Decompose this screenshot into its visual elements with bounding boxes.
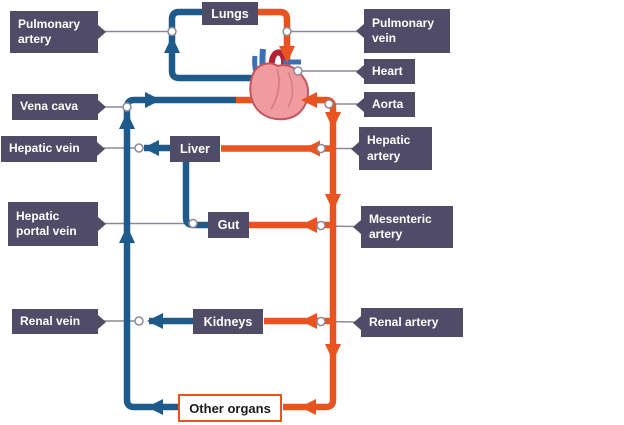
pulmonary-vein-line <box>256 8 291 66</box>
organ-box-gut: Gut <box>208 212 249 238</box>
heart-surface-vein2 <box>287 71 294 108</box>
label-pulmonary-vein-text: Pulmonary vein <box>372 15 435 45</box>
connector-dot-mesenteric-artery <box>316 220 326 231</box>
connector-dot-hepatic-vein <box>134 143 144 153</box>
connector-dot-pulmonary-artery <box>167 26 177 37</box>
flow-arrow-left-mesenteric-artery <box>301 217 317 233</box>
label-pulmonary-artery-text: Pulmonary artery <box>18 16 81 46</box>
organ-other-organs-text: Other organs <box>189 400 271 416</box>
flow-arrow-right-vena-cava-to-heart <box>145 92 161 108</box>
organ-gut-text: Gut <box>217 218 240 232</box>
flow-arrow-left-renal-vein <box>147 313 163 329</box>
flow-arrow-left-hepatic-artery <box>304 140 320 157</box>
flow-arrow-left-other-organs-in <box>300 399 316 415</box>
label-renal-vein: Renal vein <box>12 309 98 334</box>
heart-body <box>249 62 309 121</box>
label-renal-artery: Renal artery <box>361 308 463 337</box>
organ-box-lungs: Lungs <box>202 2 258 25</box>
label-pulmonary-artery: Pulmonary artery <box>10 11 98 53</box>
organ-box-liver: Liver <box>170 136 220 162</box>
label-hepatic-vein: Hepatic vein <box>1 136 97 162</box>
flow-arrow-down-aorta-mid <box>325 194 341 211</box>
connector-dot-hepatic-portal-vein <box>188 218 198 229</box>
flow-arrow-down-aorta-top <box>325 112 341 129</box>
organ-lungs-text: Lungs <box>211 6 249 21</box>
flow-arrow-up-pulmonary-artery <box>164 36 180 53</box>
connector-dot-hepatic-artery <box>316 143 326 154</box>
organ-kidneys-text: Kidneys <box>203 314 253 329</box>
flow-arrow-up-vena-cava-mid <box>119 226 135 243</box>
connector-dot-heart <box>293 66 303 76</box>
label-hepatic-portal-vein: Hepatic portal vein <box>8 202 98 246</box>
hepatic-portal-vein-line <box>182 161 209 229</box>
connector-dot-renal-artery <box>316 316 326 327</box>
label-hepatic-artery: Hepatic artery <box>359 127 432 170</box>
label-heart: Heart <box>364 59 415 84</box>
label-aorta-text: Aorta <box>372 96 404 111</box>
organ-box-kidneys: Kidneys <box>193 309 263 334</box>
organ-liver-text: Liver <box>180 142 210 156</box>
label-mesenteric-artery-text: Mesenteric artery <box>369 211 432 241</box>
connector-dots <box>122 26 334 327</box>
heart-illustration <box>249 48 309 121</box>
label-vena-cava-text: Vena cava <box>20 99 79 114</box>
flow-arrow-down-aorta-lower <box>325 344 341 361</box>
flow-arrow-left-renal-artery <box>301 313 317 329</box>
vena-cava-line <box>123 96 236 411</box>
flow-arrow-down-pulmonary-vein <box>279 46 295 63</box>
label-hepatic-artery-text: Hepatic artery <box>367 133 411 163</box>
label-pulmonary-vein: Pulmonary vein <box>364 9 450 53</box>
label-mesenteric-artery: Mesenteric artery <box>361 206 453 248</box>
label-renal-artery-text: Renal artery <box>369 314 439 329</box>
vein-flow-arrows <box>119 36 180 415</box>
connector-dot-vena-cava <box>122 102 132 112</box>
heart-surface-vein1 <box>270 68 280 110</box>
label-vena-cava: Vena cava <box>12 94 98 120</box>
label-renal-vein-text: Renal vein <box>20 313 81 328</box>
label-aorta: Aorta <box>364 92 415 117</box>
label-heart-text: Heart <box>372 63 403 78</box>
artery-flow-arrows <box>279 46 341 415</box>
connector-dot-renal-vein <box>134 316 144 326</box>
label-hepatic-portal-vein-text: Hepatic portal vein <box>16 208 77 238</box>
flow-arrow-left-hepatic-vein <box>143 140 159 156</box>
vein-lines <box>123 8 252 411</box>
flow-arrow-left-aorta-heart <box>301 92 317 108</box>
label-hepatic-vein-text: Hepatic vein <box>9 141 80 156</box>
connector-dot-pulmonary-vein <box>282 26 292 37</box>
organ-box-other-organs: Other organs <box>178 394 282 422</box>
connector-dot-aorta <box>324 99 334 109</box>
flow-arrow-up-vena-cava-top <box>119 112 135 129</box>
flow-arrow-left-other-organs-out <box>147 399 163 415</box>
